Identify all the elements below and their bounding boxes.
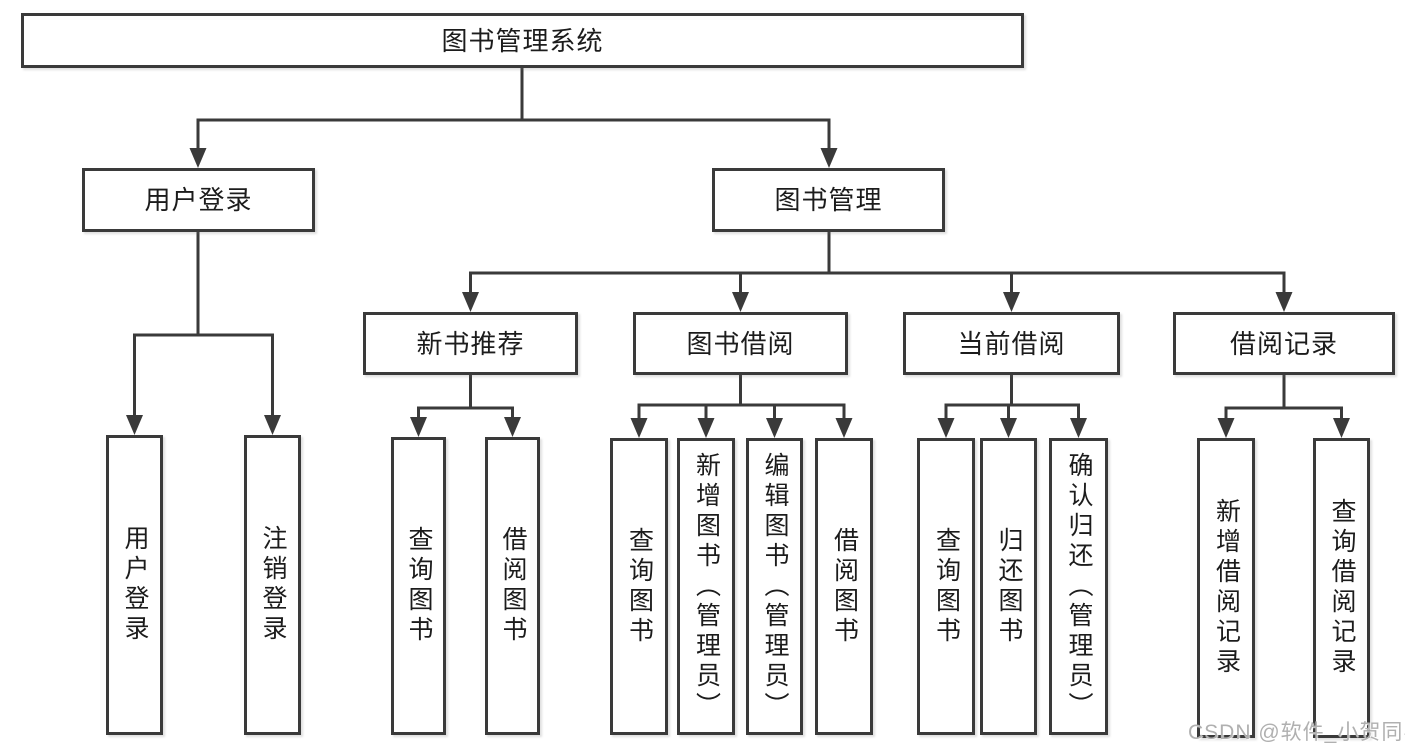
- node-book-management: 图书管理: [712, 168, 945, 232]
- node-book-borrowing: 图书借阅: [633, 312, 848, 375]
- leaf-return-books-label: 归还图书: [995, 526, 1023, 647]
- leaf-borrow-books-recommend-label: 借阅图书: [499, 526, 527, 646]
- leaf-user-login: 用户登录: [106, 435, 163, 735]
- leaf-borrow-books-label: 借阅图书: [830, 526, 859, 647]
- node-root-label: 图书管理系统: [441, 25, 604, 56]
- node-user-login: 用户登录: [82, 168, 315, 232]
- leaf-confirm-return-admin-label: 确认归还（管理员）: [1065, 451, 1093, 722]
- node-new-book-recommend: 新书推荐: [363, 312, 578, 375]
- leaf-add-borrow-record: 新增借阅记录: [1197, 438, 1255, 738]
- leaf-logout: 注销登录: [244, 435, 301, 735]
- leaf-add-book-admin: 新增图书（管理员）: [677, 438, 735, 735]
- node-book-management-label: 图书管理: [774, 185, 883, 215]
- node-new-book-recommend-label: 新书推荐: [416, 328, 525, 359]
- leaf-add-borrow-record-label: 新增借阅记录: [1212, 498, 1241, 678]
- leaf-query-borrow-record-label: 查询借阅记录: [1328, 498, 1356, 678]
- leaf-query-books-current: 查询图书: [917, 438, 975, 735]
- leaf-edit-book-admin: 编辑图书（管理员）: [746, 438, 803, 735]
- leaf-add-book-admin-label: 新增图书（管理员）: [692, 451, 721, 722]
- node-root: 图书管理系统: [21, 13, 1024, 68]
- node-borrowing-records-label: 借阅记录: [1229, 328, 1338, 359]
- csdn-watermark: CSDN @软件_小贺同学: [1188, 721, 1405, 744]
- leaf-query-books-recommend: 查询图书: [391, 437, 446, 735]
- leaf-return-books: 归还图书: [980, 438, 1037, 735]
- leaf-borrow-books: 借阅图书: [815, 438, 873, 735]
- node-book-borrowing-label: 图书借阅: [686, 328, 795, 359]
- leaf-query-books-current-label: 查询图书: [932, 526, 961, 647]
- leaf-query-books-recommend-label: 查询图书: [405, 526, 433, 646]
- leaf-query-borrow-record: 查询借阅记录: [1313, 438, 1370, 738]
- leaf-confirm-return-admin: 确认归还（管理员）: [1049, 438, 1108, 735]
- node-user-login-label: 用户登录: [144, 185, 253, 215]
- node-current-borrowing: 当前借阅: [903, 312, 1120, 375]
- node-borrowing-records: 借阅记录: [1173, 312, 1395, 375]
- leaf-edit-book-admin-label: 编辑图书（管理员）: [761, 451, 789, 722]
- leaf-logout-label: 注销登录: [259, 525, 287, 645]
- node-current-borrowing-label: 当前借阅: [957, 328, 1066, 359]
- leaf-borrow-books-recommend: 借阅图书: [485, 437, 540, 735]
- leaf-query-books-borrowing: 查询图书: [610, 438, 668, 735]
- leaf-query-books-borrowing-label: 查询图书: [625, 526, 654, 647]
- leaf-user-login-label: 用户登录: [121, 525, 149, 645]
